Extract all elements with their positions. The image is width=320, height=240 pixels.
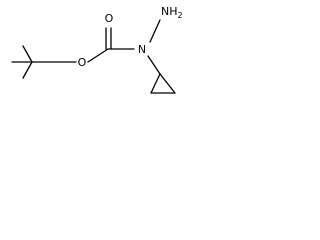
cyclopropyl-ring — [150, 73, 176, 94]
bond-tbu-methyl-top — [22, 45, 33, 63]
ester-oxygen-label: O — [78, 56, 87, 69]
tert-butyl-group — [11, 45, 77, 79]
bond-ester-oxygen-to-carbonyl — [87, 48, 109, 63]
bond-cyclopropyl-left — [150, 73, 161, 94]
amino-hydrogen-label: H — [169, 5, 177, 18]
bond-cyclopropyl-right — [159, 73, 176, 94]
bond-tbu-methyl-bottom — [22, 61, 33, 79]
bond-nitrogen-to-cyclopropyl — [147, 55, 161, 75]
carbamate-group — [87, 27, 135, 63]
chemical-structure-diagram: O O N NH2 — [11, 5, 183, 94]
bond-nitrogen-to-amino-nitrogen — [149, 19, 161, 43]
amino-hydrogen-count: 2 — [178, 11, 183, 20]
carbonyl-oxygen-label: O — [105, 12, 114, 25]
amide-nitrogen-label: N — [138, 43, 146, 56]
hydrazine-group — [147, 19, 161, 75]
amino-group-label: NH2 — [161, 5, 183, 20]
amino-nitrogen-label: N — [161, 5, 169, 18]
